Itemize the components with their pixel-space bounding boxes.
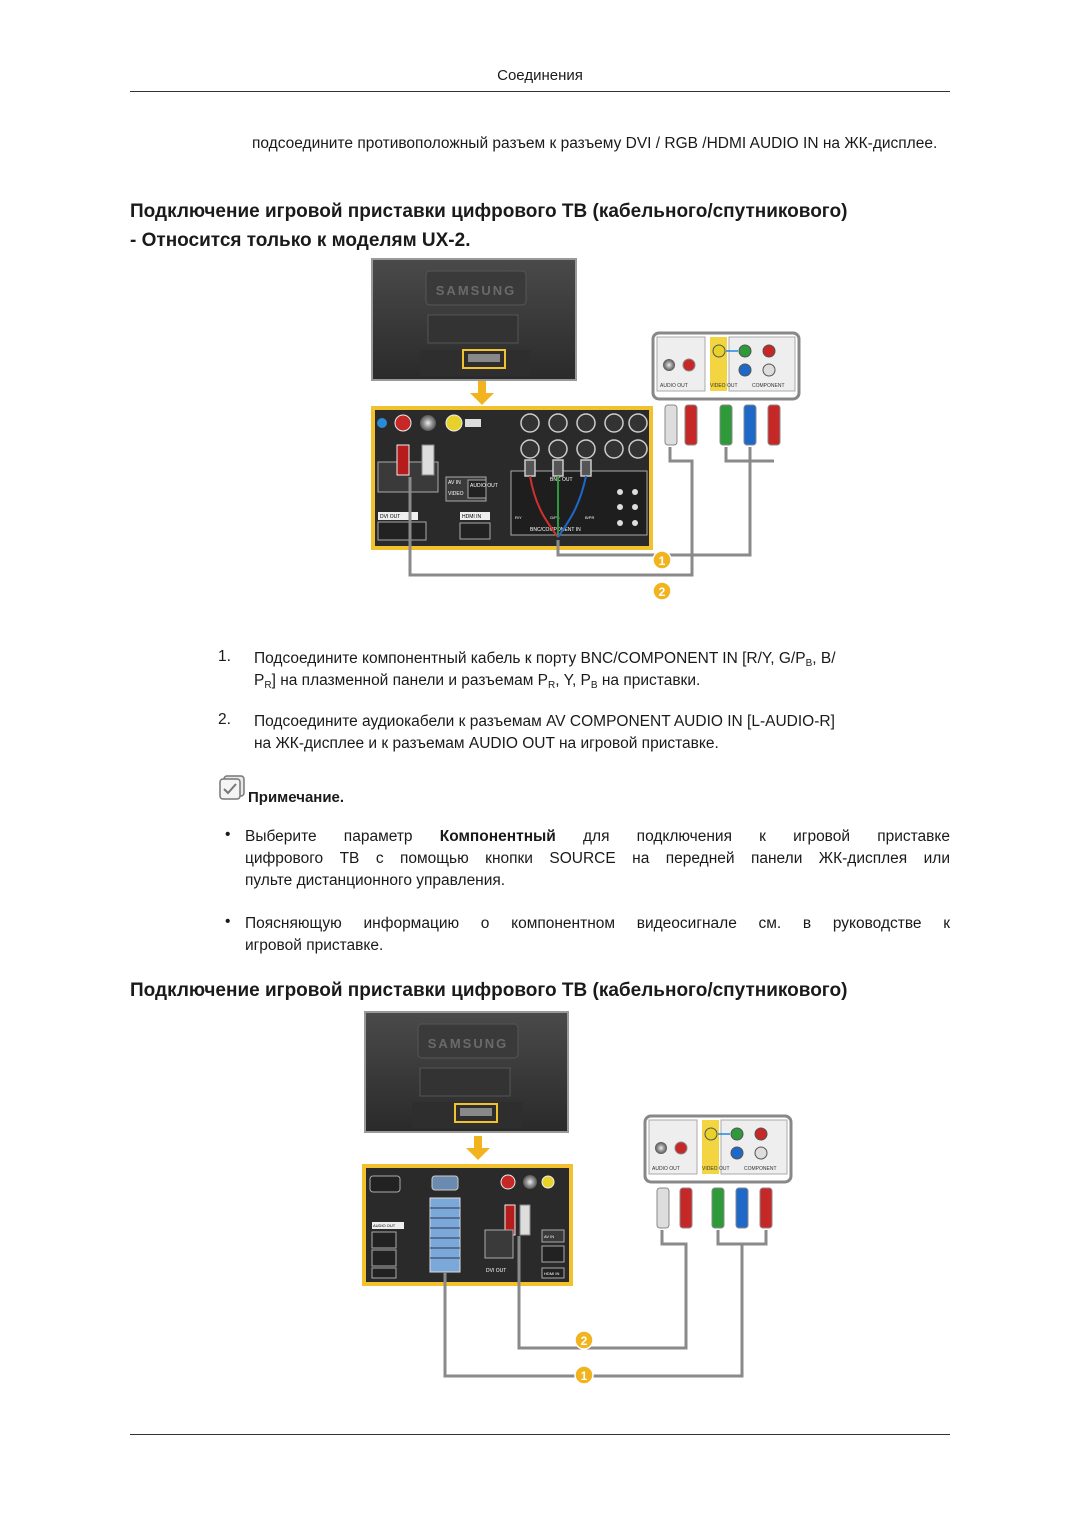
- step1-number: 1.: [218, 648, 231, 665]
- footer-rule: [130, 1434, 950, 1435]
- note-b1-line3: пульте дистанционного управления.: [245, 872, 506, 889]
- svg-text:1: 1: [659, 554, 666, 568]
- label-dvi-out-2: DVI OUT: [486, 1268, 506, 1274]
- callout-2: 2: [652, 581, 672, 601]
- svg-text:2: 2: [659, 585, 666, 599]
- step2-text: Подсоедините аудиокабели к разъемам AV C…: [254, 711, 951, 755]
- svg-text:2: 2: [581, 1334, 588, 1348]
- callout-1: 1: [652, 550, 672, 570]
- label-dvi-out: DVI OUT: [380, 514, 400, 520]
- label-bnc-out: BNC OUT: [550, 477, 573, 483]
- zoom-arrow: [470, 381, 494, 405]
- label-bnc-component-in: BNC/COMPONENT IN: [530, 527, 581, 533]
- label-device-component: COMPONENT: [752, 383, 785, 389]
- step1-text: Подсоедините компонентный кабель к порту…: [254, 648, 951, 692]
- tv-rear-view: SAMSUNG: [371, 258, 577, 381]
- label-device-video-out-2: VIDEO OUT: [702, 1166, 730, 1172]
- connection-diagram-dvi: SAMSUNG AUDIO OUT DVI OUT AV IN HDMI IN: [362, 1011, 793, 1385]
- cable-plugs: [664, 404, 781, 446]
- label-av-in-2: AV IN: [544, 1234, 554, 1239]
- label-b-pr: B/PR: [585, 515, 594, 520]
- zoom-arrow-2: [466, 1136, 490, 1160]
- connection-diagram-component: SAMSUNG AV IN VIDEO AUDIO OUT DVI OUT HD…: [371, 258, 801, 601]
- note-b2-line2: игровой приставке.: [245, 937, 384, 954]
- label-hdmi-in-2: HDMI IN: [544, 1271, 559, 1276]
- note-bullet-2: Поясняющую информацию о компонентном вид…: [245, 913, 950, 957]
- svg-text:1: 1: [581, 1369, 588, 1383]
- label-video: VIDEO: [448, 491, 464, 497]
- note-bullet-1-marker: •: [225, 826, 231, 843]
- tv-connector-panel-2: AUDIO OUT DVI OUT AV IN HDMI IN: [362, 1164, 573, 1286]
- label-audio-out-2: AUDIO OUT: [373, 1223, 396, 1228]
- header-rule: [130, 91, 950, 92]
- callout-1b: 1: [574, 1365, 594, 1385]
- note-bullet-1: Выберите параметр Компонентный для подкл…: [245, 826, 950, 892]
- note-label: Примечание.: [248, 789, 345, 806]
- label-device-component-2: COMPONENT: [744, 1166, 777, 1172]
- callout-2b: 2: [574, 1330, 594, 1350]
- settop-box-panel: AUDIO OUT VIDEO OUT COMPONENT: [651, 331, 801, 401]
- note-b1-line1: Выберите параметр Компонентный для подкл…: [245, 828, 950, 845]
- section1-heading: Подключение игровой приставки цифрового …: [130, 197, 950, 255]
- intro-paragraph: подсоедините противоположный разъем к ра…: [252, 135, 938, 152]
- label-r-y: R/Y: [515, 515, 522, 520]
- note-icon: [219, 775, 245, 800]
- label-hdmi-in: HDMI IN: [462, 514, 482, 520]
- section1-heading-line2: - Относится только к моделям UX-2.: [130, 230, 471, 251]
- tv-brand-logo: SAMSUNG: [436, 283, 516, 298]
- label-av-in: AV IN: [448, 480, 461, 486]
- section2-heading: Подключение игровой приставки цифрового …: [130, 980, 848, 1001]
- step1-line2: PR] на плазменной панели и разъемам PR, …: [254, 672, 701, 691]
- tv-brand-logo-2: SAMSUNG: [428, 1036, 508, 1051]
- tv-rear-view-2: SAMSUNG: [364, 1011, 569, 1133]
- step2-line1: Подсоедините аудиокабели к разъемам AV C…: [254, 713, 835, 730]
- cable-plugs-2: [656, 1187, 773, 1229]
- tv-connector-panel: AV IN VIDEO AUDIO OUT DVI OUT HDMI IN BN…: [371, 406, 653, 550]
- step2-number: 2.: [218, 711, 231, 728]
- label-audio-out: AUDIO OUT: [470, 483, 498, 489]
- label-device-audio-out-2: AUDIO OUT: [652, 1166, 680, 1172]
- note-b2-line1: Поясняющую информацию о компонентном вид…: [245, 915, 950, 932]
- label-g-pb: G/PB: [550, 515, 560, 520]
- note-bullet-2-marker: •: [225, 913, 231, 930]
- note-b1-line2: цифрового ТВ с помощью кнопки SOURCE на …: [245, 850, 950, 867]
- step1-line1: Подсоедините компонентный кабель к порту…: [254, 650, 836, 669]
- header-title: Соединения: [497, 67, 583, 84]
- settop-box-panel-2: AUDIO OUT VIDEO OUT COMPONENT: [643, 1114, 793, 1184]
- section1-heading-line1: Подключение игровой приставки цифрового …: [130, 201, 848, 222]
- step2-line2: на ЖК-дисплее и к разъемам AUDIO OUT на …: [254, 735, 719, 752]
- label-device-audio-out: AUDIO OUT: [660, 383, 688, 389]
- label-device-video-out: VIDEO OUT: [710, 383, 738, 389]
